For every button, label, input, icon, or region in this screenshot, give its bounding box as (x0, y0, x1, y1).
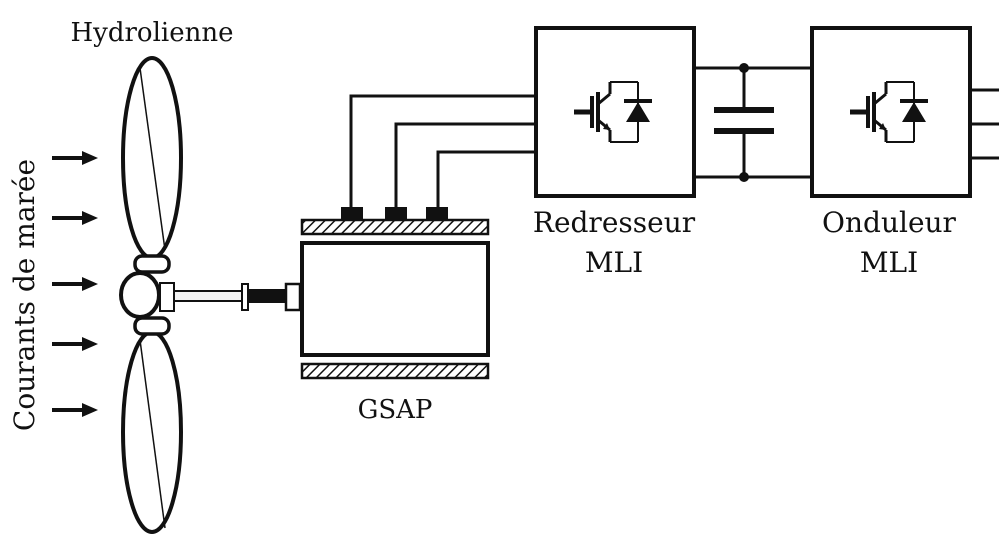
rotor (300, 241, 490, 357)
arrow-right-icon (50, 275, 100, 293)
hub-ring-top (133, 254, 171, 274)
rectifier-label: Redresseur (533, 206, 696, 239)
inverter-sub-label: MLI (860, 246, 918, 279)
rectifier-sub-label: MLI (585, 246, 643, 279)
dc-link (694, 63, 812, 182)
generator-gsap (300, 207, 490, 380)
arrow-right-icon (50, 209, 100, 227)
terminal-c (426, 207, 448, 221)
inverter-label: Onduleur (822, 206, 957, 239)
rectifier-block (534, 26, 696, 198)
three-phase-cables (349, 94, 536, 208)
arrow-right-icon (50, 149, 100, 167)
stator-bottom (300, 362, 490, 380)
terminal-b (385, 207, 407, 221)
turbine-label: Hydrolienne (71, 18, 234, 48)
shaft (159, 282, 302, 312)
current-arrows (50, 149, 100, 419)
terminal-a (341, 207, 363, 221)
inverter-block (810, 26, 972, 198)
output-lines (970, 88, 999, 160)
stator-top (300, 218, 490, 236)
arrow-right-icon (50, 335, 100, 353)
hub (119, 271, 161, 319)
turbine (119, 56, 183, 534)
hub-ring-bottom (133, 316, 171, 336)
arrow-right-icon (50, 401, 100, 419)
generator-label: GSAP (358, 395, 433, 425)
tidal-currents-label: Courants de marée (8, 159, 41, 431)
